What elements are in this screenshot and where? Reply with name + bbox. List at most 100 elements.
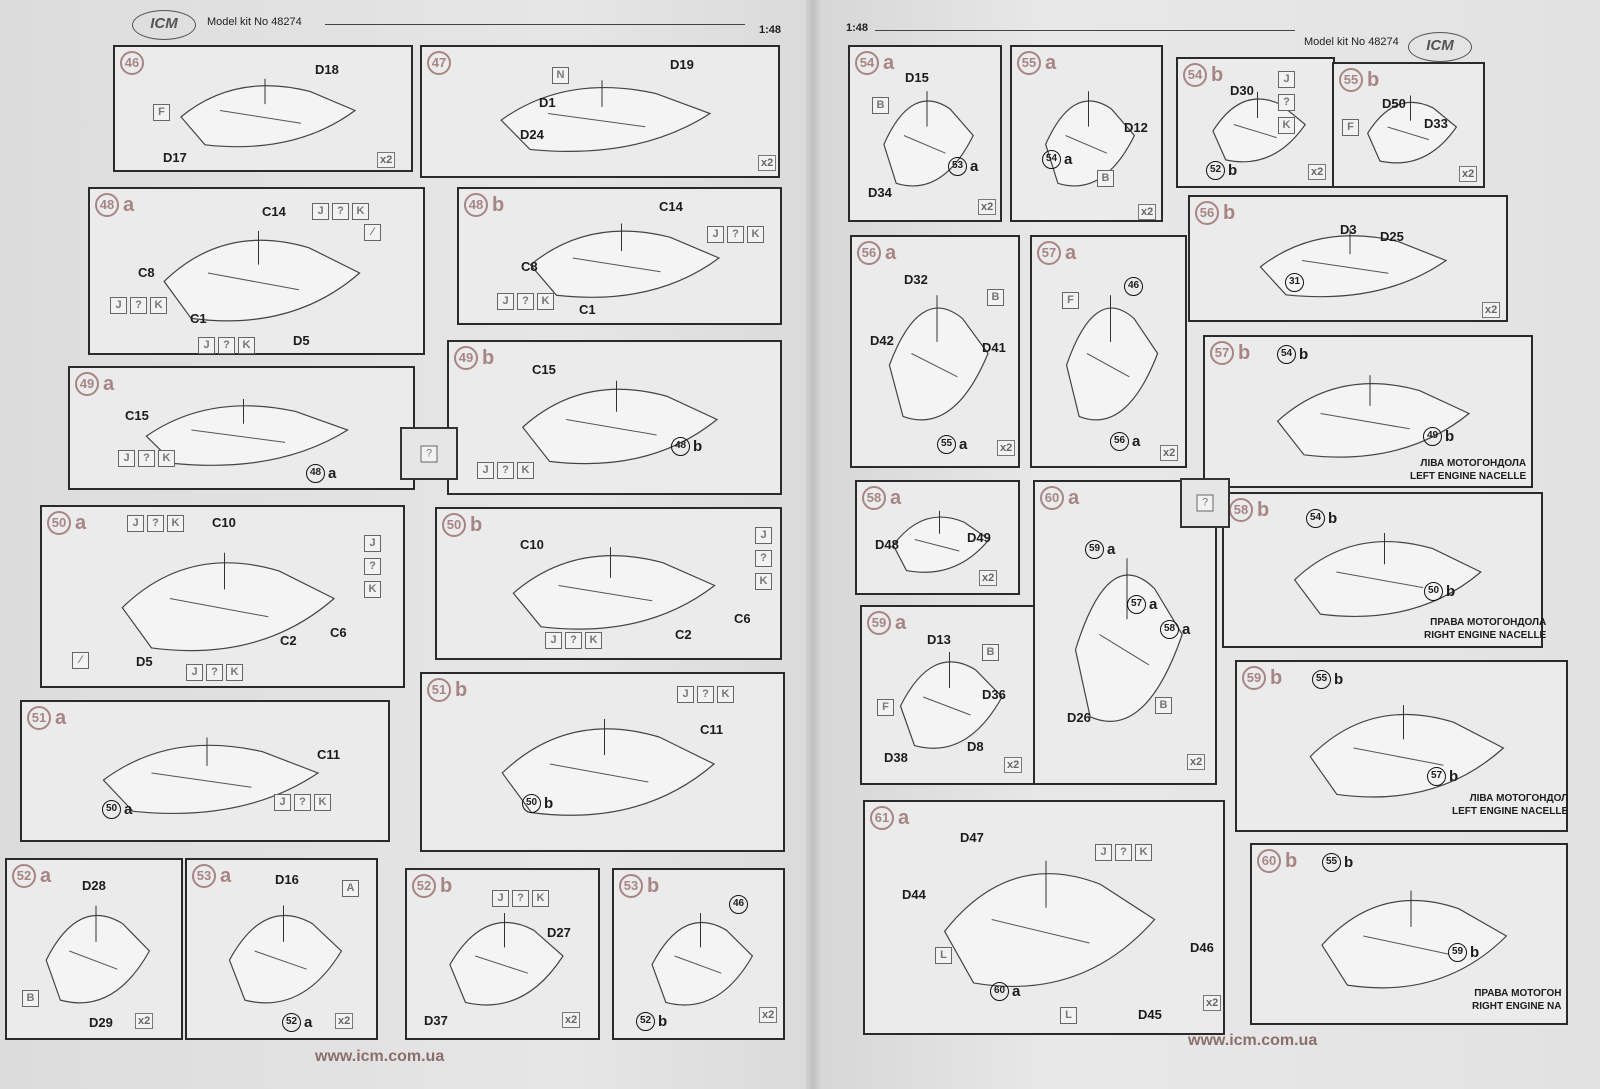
reference-circle: 57 bbox=[1127, 595, 1146, 614]
reference-suffix: b bbox=[1445, 428, 1455, 445]
step-suffix: b bbox=[1238, 341, 1251, 364]
part-drawing bbox=[228, 905, 343, 1004]
step-reference: 31 bbox=[1285, 273, 1307, 292]
part-label: C10 bbox=[520, 537, 544, 552]
variant-options: J?K bbox=[186, 662, 246, 681]
part-label: C6 bbox=[330, 625, 347, 640]
variant-option-box: K bbox=[314, 794, 331, 811]
part-variant-box: B bbox=[22, 990, 39, 1007]
step-number-circle: 56 bbox=[857, 241, 881, 265]
part-drawing bbox=[449, 913, 564, 1006]
step-number-circle: 47 bbox=[427, 51, 451, 75]
step-number-circle: 58 bbox=[1229, 498, 1253, 522]
variant-options: J?K bbox=[364, 535, 384, 604]
part-label: D46 bbox=[1190, 940, 1214, 955]
step-number-circle: 60 bbox=[1040, 486, 1064, 510]
variant-option-box: ? bbox=[727, 226, 744, 243]
reference-circle: 58 bbox=[1160, 620, 1179, 639]
variant-options: J?K bbox=[198, 335, 258, 354]
reference-circle: 53 bbox=[948, 157, 967, 176]
caption-line: LEFT ENGINE NACELLE bbox=[1452, 806, 1569, 817]
part-label: D48 bbox=[875, 537, 899, 552]
part-drawing bbox=[888, 295, 989, 421]
kit-number: Model kit No 48274 bbox=[1304, 36, 1399, 48]
step-number-circle: 58 bbox=[862, 486, 886, 510]
part-label: D47 bbox=[960, 830, 984, 845]
step-number-circle: 61 bbox=[870, 806, 894, 830]
header-rule bbox=[875, 30, 1295, 31]
variant-options: J?K bbox=[118, 448, 178, 467]
quantity-badge: x2 bbox=[979, 570, 998, 586]
step-number-circle: 59 bbox=[867, 611, 891, 635]
website-link[interactable]: www.icm.com.ua bbox=[1188, 1032, 1318, 1049]
variant-option-box: J bbox=[364, 535, 381, 552]
icm-logo: ICM bbox=[1408, 32, 1472, 62]
reference-suffix: a bbox=[1132, 433, 1141, 450]
step-number-circle: 52 bbox=[12, 864, 36, 888]
step-suffix: a bbox=[1045, 51, 1057, 74]
reference-suffix: b bbox=[1228, 162, 1238, 179]
variant-options: J?K bbox=[707, 224, 767, 243]
step-suffix: b bbox=[1270, 666, 1283, 689]
reference-suffix: a bbox=[970, 158, 979, 175]
reference-suffix: b bbox=[1470, 944, 1480, 961]
step-number-circle: 48 bbox=[95, 193, 119, 217]
reference-circle: 31 bbox=[1285, 273, 1304, 292]
part-label: D50 bbox=[1382, 96, 1406, 111]
reference-circle: 59 bbox=[1085, 540, 1104, 559]
part-label: D41 bbox=[982, 340, 1006, 355]
caption-line: RIGHT ENGINE NACELLE bbox=[1424, 630, 1547, 641]
part-label: C1 bbox=[190, 311, 207, 326]
part-label: D37 bbox=[424, 1013, 448, 1028]
step-number-circle: 53 bbox=[619, 874, 643, 898]
reference-circle: 56 bbox=[1110, 432, 1129, 451]
step-number-circle: 46 bbox=[120, 51, 144, 75]
reference-suffix: b bbox=[1344, 854, 1354, 871]
part-label: C2 bbox=[675, 627, 692, 642]
variant-option-box: ? bbox=[517, 293, 534, 310]
variant-option-box: K bbox=[717, 686, 734, 703]
question-mark-box: ? bbox=[1196, 494, 1214, 512]
step-suffix: a bbox=[103, 372, 115, 395]
website-link[interactable]: www.icm.com.ua bbox=[315, 1048, 445, 1065]
variant-options: J?K bbox=[110, 295, 170, 314]
part-variant-box: A bbox=[342, 880, 359, 897]
quantity-badge: x2 bbox=[997, 440, 1016, 456]
reference-circle: 52 bbox=[282, 1013, 301, 1032]
variant-option-box: K bbox=[167, 515, 184, 532]
part-label: C15 bbox=[125, 408, 149, 423]
variant-option-box: K bbox=[585, 632, 602, 649]
part-label: C11 bbox=[317, 747, 341, 762]
variant-option-box: J bbox=[492, 890, 509, 907]
part-drawing bbox=[1065, 295, 1159, 421]
variant-option-box: J bbox=[707, 226, 724, 243]
part-variant-box: ⁄ bbox=[364, 224, 381, 241]
reference-circle: 48 bbox=[671, 437, 690, 456]
